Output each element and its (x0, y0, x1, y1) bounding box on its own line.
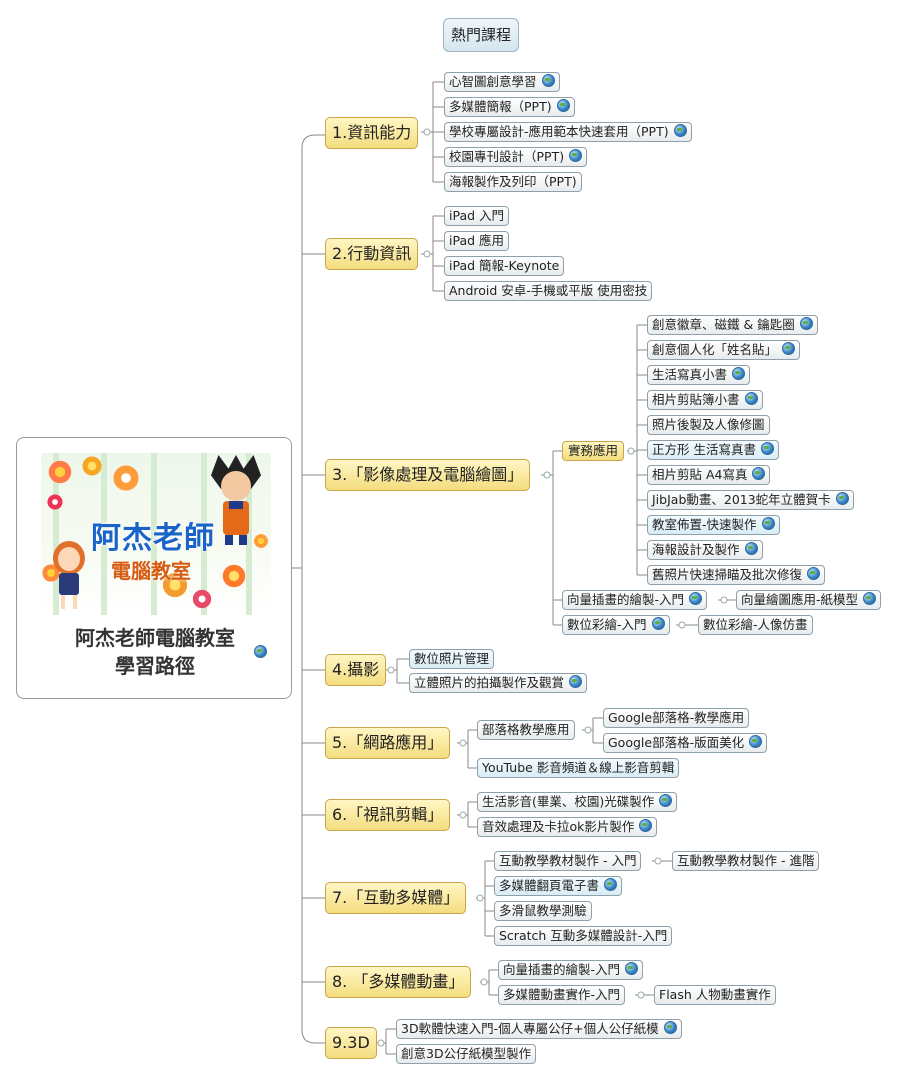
logo-image: 阿杰老師 電腦教室 (41, 453, 271, 615)
globe-link-icon[interactable] (807, 567, 821, 580)
globe-link-icon[interactable] (254, 645, 267, 658)
globe-link-icon[interactable] (744, 392, 758, 405)
b3-practical-item-9[interactable]: 教室佈置-快速製作 (647, 515, 780, 535)
branch-4[interactable]: 4.攝影 (325, 654, 387, 686)
globe-link-icon[interactable] (673, 124, 687, 137)
globe-link-icon[interactable] (569, 149, 583, 162)
b3-practical-item-1[interactable]: 創意徽章、磁鐵 & 鑰匙圈 (647, 315, 818, 335)
branch-9[interactable]: 9.3D (325, 1027, 377, 1059)
b5-blog[interactable]: 部落格教學應用 (477, 720, 575, 740)
b1-item-3[interactable]: 學校專屬設計-應用範本快速套用（PPT) (444, 122, 692, 142)
b3-vector-child[interactable]: 向量繪圖應用-紙模型 (736, 590, 882, 610)
globe-link-icon[interactable] (651, 617, 665, 630)
title-topic[interactable]: 熱門課程 (443, 18, 520, 52)
b8-item-2[interactable]: 多媒體動畫實作-入門 (498, 985, 626, 1005)
b3-practical-item-6[interactable]: 正方形 生活寫真書 (647, 440, 779, 460)
globe-link-icon[interactable] (639, 819, 653, 832)
logo-subtitle: 電腦教室 (111, 559, 191, 583)
globe-link-icon[interactable] (835, 492, 849, 505)
title-text: 熱門課程 (451, 26, 512, 44)
branch-5[interactable]: 5.「網路應用」 (325, 727, 451, 759)
branch-1[interactable]: 1.資訊能力 (325, 117, 419, 149)
globe-link-icon[interactable] (749, 735, 763, 748)
b2-item-3[interactable]: iPad 簡報-Keynote (444, 256, 565, 276)
globe-link-icon[interactable] (625, 962, 639, 975)
b3-practical-item-4[interactable]: 相片剪貼簿小書 (647, 390, 763, 410)
globe-link-icon[interactable] (659, 794, 673, 807)
b9-item-1[interactable]: 3D軟體快速入門-個人專屬公仔+個人公仔紙模 (396, 1019, 682, 1039)
b3-vector[interactable]: 向量插畫的繪製-入門 (562, 590, 708, 610)
b1-item-1[interactable]: 心智圖創意學習 (444, 72, 560, 92)
b3-practical-item-5[interactable]: 照片後製及人像修圖 (647, 415, 770, 435)
globe-link-icon[interactable] (744, 542, 758, 555)
center-title-line2: 學習路徑 (115, 654, 195, 678)
b8-item-1[interactable]: 向量插畫的繪製-入門 (498, 960, 644, 980)
b3-digital-child[interactable]: 數位彩繪-人像仿畫 (698, 615, 813, 635)
b3-practical-item-10[interactable]: 海報設計及製作 (647, 540, 763, 560)
b4-item-1[interactable]: 數位照片管理 (409, 649, 495, 669)
b5-blog-child-1[interactable]: Google部落格-教學應用 (603, 708, 750, 728)
b1-item-4[interactable]: 校園專刊設計（PPT) (444, 147, 588, 167)
b3-digital[interactable]: 數位彩繪-入門 (562, 615, 670, 635)
globe-link-icon[interactable] (604, 878, 618, 891)
globe-link-icon[interactable] (556, 99, 570, 112)
b3-practical-item-8[interactable]: JibJab動畫、2013蛇年立體賀卡 (647, 490, 854, 510)
boy-character-icon (209, 455, 263, 547)
b5-youtube[interactable]: YouTube 影音頻道＆線上影音剪輯 (477, 758, 680, 778)
b3-practical-item-2[interactable]: 創意個人化「姓名貼」 (647, 340, 801, 360)
center-title-line1: 阿杰老師電腦教室 (75, 626, 235, 650)
globe-link-icon[interactable] (761, 517, 775, 530)
b8-flash[interactable]: Flash 人物動畫實作 (654, 985, 776, 1005)
b3-practical-item-3[interactable]: 生活寫真小書 (647, 365, 751, 385)
b5-blog-child-2[interactable]: Google部落格-版面美化 (603, 733, 768, 753)
b1-item-5[interactable]: 海報製作及列印（PPT) (444, 172, 582, 192)
branch-8[interactable]: 8. 「多媒體動畫」 (325, 966, 472, 998)
globe-link-icon[interactable] (799, 317, 813, 330)
girl-character-icon (49, 541, 89, 611)
globe-link-icon[interactable] (541, 74, 555, 87)
branch-6[interactable]: 6.「視訊剪輯」 (325, 799, 451, 831)
globe-link-icon[interactable] (760, 442, 774, 455)
center-title: 阿杰老師電腦教室 學習路徑 (17, 624, 293, 680)
b3-practical-item-11[interactable]: 舊照片快速掃瞄及批次修復 (647, 565, 826, 585)
b4-item-2[interactable]: 立體照片的拍攝製作及觀賞 (409, 673, 588, 693)
globe-link-icon[interactable] (663, 1021, 677, 1034)
logo-title: 阿杰老師 (91, 521, 215, 556)
b9-item-2[interactable]: 創意3D公仔紙模型製作 (396, 1044, 537, 1064)
globe-link-icon[interactable] (752, 467, 766, 480)
globe-link-icon[interactable] (782, 342, 796, 355)
b6-item-2[interactable]: 音效處理及卡拉ok影片製作 (477, 817, 658, 837)
branch-7[interactable]: 7.「互動多媒體」 (325, 882, 467, 914)
b7-item-2[interactable]: 多媒體翻頁電子書 (494, 876, 623, 896)
branch-2[interactable]: 2.行動資訊 (325, 238, 419, 270)
globe-link-icon[interactable] (863, 592, 877, 605)
b7-item-1[interactable]: 互動教學教材製作 - 入門 (494, 851, 642, 871)
central-topic[interactable]: 阿杰老師 電腦教室 阿杰老師電腦教室 學習路徑 (16, 437, 292, 699)
globe-link-icon[interactable] (569, 675, 583, 688)
b2-item-2[interactable]: iPad 應用 (444, 231, 510, 251)
globe-link-icon[interactable] (689, 592, 703, 605)
b3-practical[interactable]: 實務應用 (562, 441, 625, 461)
b2-item-1[interactable]: iPad 入門 (444, 206, 510, 226)
b1-item-2[interactable]: 多媒體簡報（PPT) (444, 97, 575, 117)
b7-item-4[interactable]: Scratch 互動多媒體設計-入門 (494, 926, 673, 946)
globe-link-icon[interactable] (732, 367, 746, 380)
b7-item-3[interactable]: 多滑鼠教學測驗 (494, 901, 592, 921)
b6-item-1[interactable]: 生活影音(畢業、校園)光碟製作 (477, 792, 678, 812)
b7-advanced[interactable]: 互動教學教材製作 - 進階 (672, 851, 820, 871)
b3-practical-item-7[interactable]: 相片剪貼 A4寫真 (647, 465, 771, 485)
b2-item-4[interactable]: Android 安卓-手機或平版 使用密技 (444, 281, 653, 301)
branch-3[interactable]: 3.「影像處理及電腦繪圖」 (325, 459, 531, 491)
